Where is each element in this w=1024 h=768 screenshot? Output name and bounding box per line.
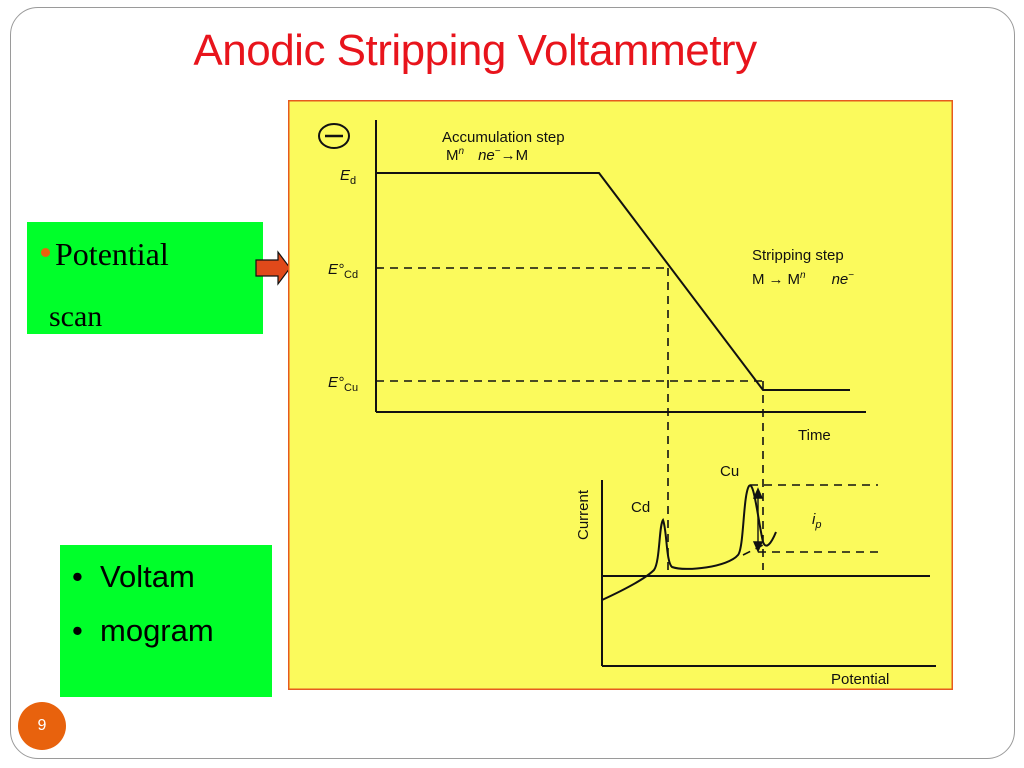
potential-axis-label: Potential	[831, 671, 889, 688]
mogram-item: • mogram	[72, 613, 214, 649]
time-axis-label: Time	[798, 427, 831, 444]
voltammogram-box: • Voltam • mogram	[60, 545, 272, 697]
cd-peak-label: Cd	[631, 499, 650, 516]
slide-frame	[10, 7, 1015, 759]
bullet-icon: •	[72, 613, 83, 648]
page-number-badge: 9	[18, 702, 66, 750]
voltam-item: • Voltam	[72, 559, 195, 595]
potential-waveform	[376, 172, 850, 391]
voltam-text: Voltam	[100, 559, 195, 594]
slide-title: Anodic Stripping Voltammetry	[193, 26, 757, 75]
ecu-label: E°Cu	[328, 374, 358, 394]
bullet-dot-icon	[41, 248, 50, 257]
voltammogram-curve	[601, 484, 777, 601]
mogram-text: mogram	[100, 613, 214, 648]
scan-label: scan	[49, 300, 103, 333]
current-potential-axes	[601, 480, 936, 667]
ip-arrow-icon	[752, 487, 764, 553]
current-axis-label: Current	[575, 489, 592, 540]
right-arrow-icon	[255, 250, 291, 286]
bullet-icon: •	[72, 559, 83, 594]
ip-label: ip	[812, 511, 821, 531]
accumulation-step-label: Accumulation step	[442, 129, 565, 146]
negative-potential-icon	[318, 123, 350, 149]
ecd-label: E°Cd	[328, 261, 358, 281]
diagram-background	[288, 100, 953, 690]
cu-peak-label: Cu	[720, 463, 739, 480]
ed-label: Ed	[340, 167, 356, 187]
potential-scan-box: Potential scan	[27, 222, 263, 334]
potential-time-axes	[375, 120, 866, 413]
potential-label: Potential	[55, 236, 169, 272]
stripping-step-label: Stripping step	[752, 247, 844, 264]
